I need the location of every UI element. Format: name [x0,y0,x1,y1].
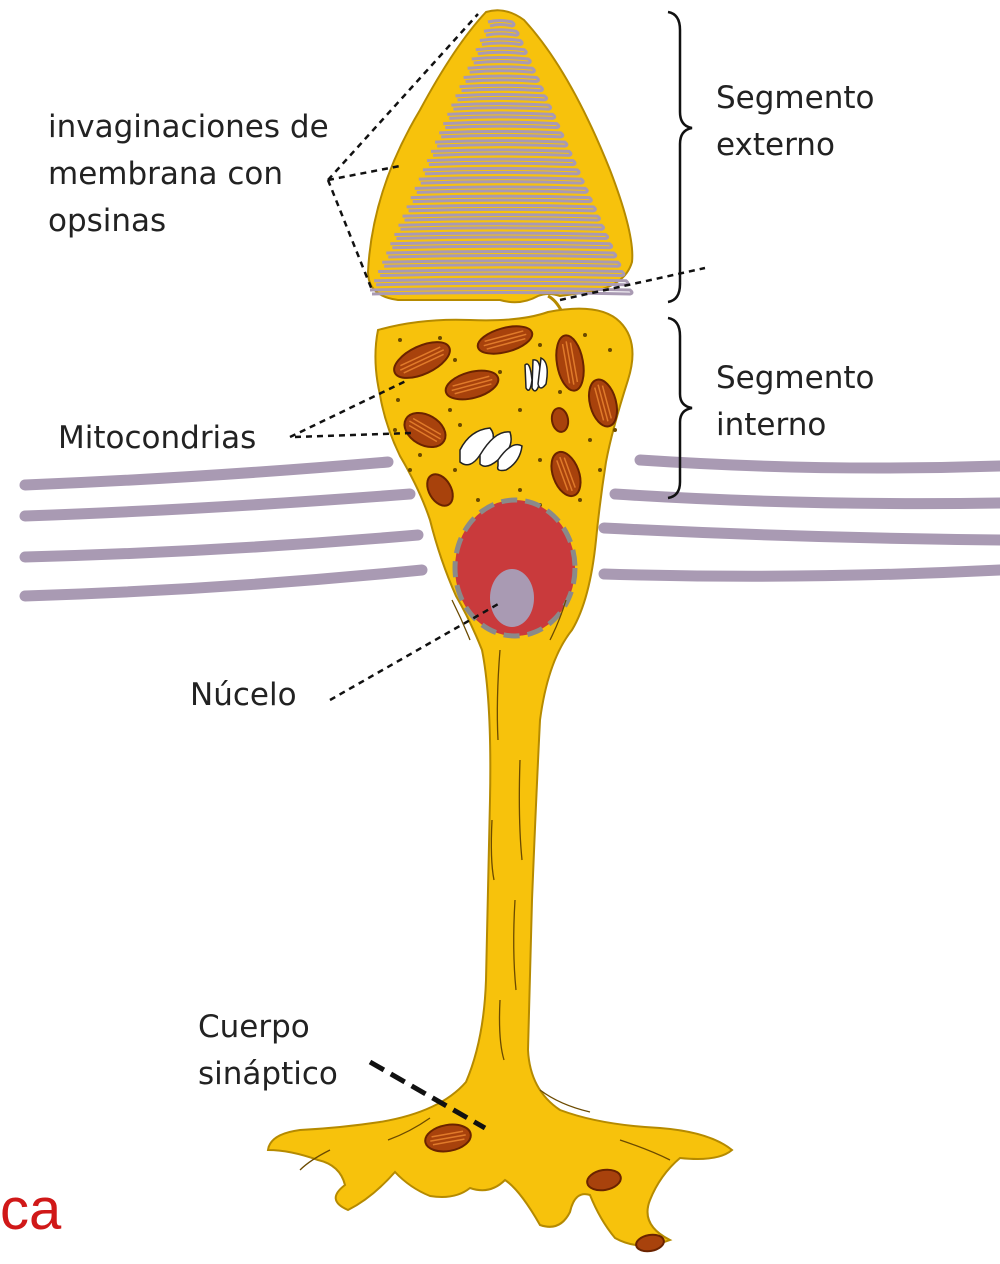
cytoplasm-granule [608,348,612,352]
cytoplasm-granule [598,468,602,472]
cytoplasm-granule [578,498,582,502]
invaginations-label-line: opsinas [48,198,329,245]
mitochondria-label: Mitocondrias [58,415,256,462]
cytoplasm-granule [518,488,522,492]
cytoplasm-granule [393,428,397,432]
cytoplasm-granule [518,408,522,412]
cytoplasm-granule [558,390,562,394]
membrane-bands-left [25,462,422,596]
outer-segment-label: Segmento externo [716,75,874,169]
cytoplasm-granule [398,338,402,342]
inner-segment-label: Segmento interno [716,355,874,449]
inner-segment-label-line: interno [716,402,874,449]
cytoplasm-granule [418,453,422,457]
cytoplasm-granule [408,468,412,472]
cropped-corner-text: ca [0,1170,61,1250]
invaginations-label-line: membrana con [48,151,329,198]
membrane-bands-right [604,460,1000,576]
braces [668,12,692,498]
nucleus-label: Núcelo [190,672,297,719]
synaptic-body-label-line: Cuerpo [198,1004,338,1051]
cytoplasm-granule [453,358,457,362]
cytoplasm-granule [458,423,462,427]
cytoplasm-granule [438,336,442,340]
outer-segment-label-line: externo [716,122,874,169]
inner-segment-brace [668,318,692,498]
cytoplasm-granule [538,458,542,462]
cytoplasm-granule [613,428,617,432]
cytoplasm-granule [396,398,400,402]
nucleus-label-text: Núcelo [190,672,297,719]
nucleus [455,500,575,636]
nucleolus [490,569,534,627]
cytoplasm-granule [588,438,592,442]
outer-segment-brace [668,12,692,302]
invaginations-label-line: invaginaciones de [48,104,329,151]
cytoplasm-granule [583,333,587,337]
cytoplasm-granule [448,408,452,412]
synaptic-body-label-line: sináptico [198,1051,338,1098]
outer-segment-label-line: Segmento [716,75,874,122]
outer-segment [368,10,632,302]
invaginations-label: invaginaciones de membrana con opsinas [48,104,329,245]
cytoplasm-granule [453,468,457,472]
synaptic-body-label: Cuerpo sináptico [198,1004,338,1098]
inner-segment-label-line: Segmento [716,355,874,402]
cytoplasm-granule [498,370,502,374]
cytoplasm-granule [476,498,480,502]
cytoplasm-granule [538,343,542,347]
mitochondria-label-text: Mitocondrias [58,415,256,462]
